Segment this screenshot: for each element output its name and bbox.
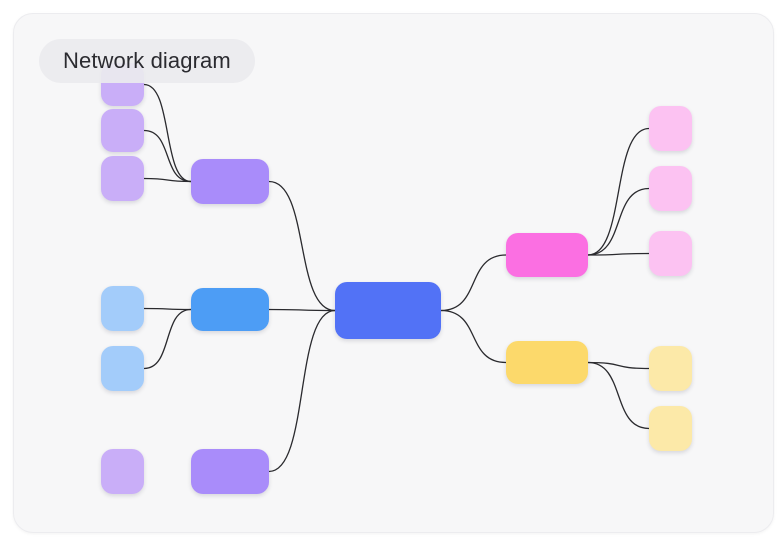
diagram-card: Network diagram (13, 13, 774, 533)
page-title: Network diagram (63, 48, 231, 73)
diagram-node-pink-2[interactable] (649, 166, 692, 211)
diagram-node-blue-1[interactable] (101, 286, 144, 331)
diagram-node-root[interactable] (335, 282, 441, 339)
diagram-title-pill: Network diagram (39, 39, 255, 83)
diagram-node-blue-a[interactable] (191, 288, 269, 331)
diagram-node-lav-3[interactable] (101, 156, 144, 201)
diagram-node-yellow-a[interactable] (506, 341, 588, 384)
graph-canvas[interactable] (14, 14, 773, 532)
diagram-node-lav-2[interactable] (101, 109, 144, 152)
diagram-node-pink-a[interactable] (506, 233, 588, 277)
diagram-node-yellow-2[interactable] (649, 406, 692, 451)
diagram-node-purple-a[interactable] (191, 159, 269, 204)
diagram-node-purple-b[interactable] (191, 449, 269, 494)
diagram-node-pink-1[interactable] (649, 106, 692, 151)
diagram-node-yellow-1[interactable] (649, 346, 692, 391)
diagram-node-blue-2[interactable] (101, 346, 144, 391)
diagram-node-pink-3[interactable] (649, 231, 692, 276)
diagram-node-lav-4[interactable] (101, 449, 144, 494)
